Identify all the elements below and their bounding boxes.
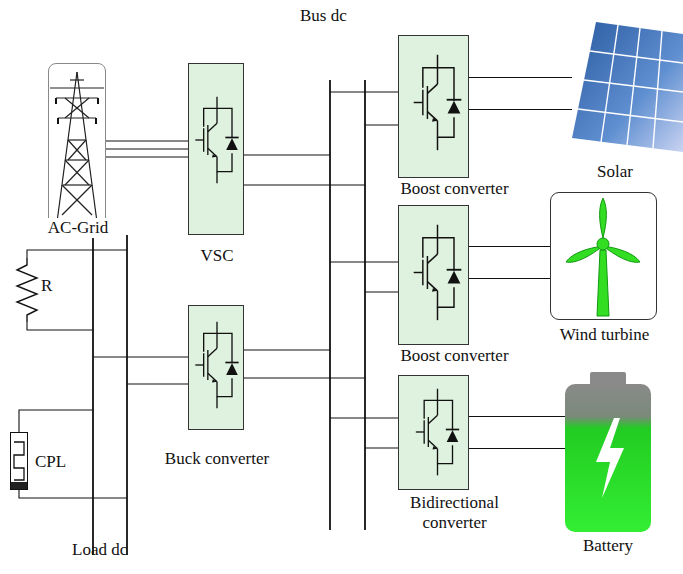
node-label: Wind turbine — [560, 325, 650, 345]
converter-box: VSC — [188, 63, 244, 235]
converter-box: Buck converter — [188, 305, 244, 430]
annotation-label: R — [41, 276, 52, 296]
node-label: Solar — [597, 162, 633, 182]
node-label: VSC — [200, 246, 233, 266]
wire-connector — [106, 141, 188, 157]
node-label: Buck converter — [165, 449, 269, 469]
annotation-label: Bus dc — [300, 6, 347, 26]
converter-box: Boost converter — [398, 35, 469, 178]
node-label: Battery — [583, 536, 633, 556]
node-label: Boost converter — [400, 179, 508, 199]
cpl-box: CPL — [10, 432, 28, 490]
grid-box: AC-Grid — [48, 63, 106, 238]
node-label: AC-Grid — [48, 218, 108, 238]
solar-panel: Solar — [572, 22, 683, 152]
converter-box: Boost converter — [398, 205, 469, 345]
wire-connector — [469, 78, 572, 110]
wire-connector — [469, 417, 565, 449]
node-label: Boost converter — [400, 346, 508, 366]
wind-turbine-box: Wind turbine — [550, 192, 657, 320]
annotation-label: Load dc — [72, 540, 127, 560]
node-label: Bidirectional converter — [399, 493, 511, 532]
wire-connector — [469, 247, 550, 279]
converter-box: Bidirectional converter — [398, 375, 469, 490]
node-label: CPL — [35, 452, 66, 472]
battery-icon: Battery — [565, 372, 651, 532]
